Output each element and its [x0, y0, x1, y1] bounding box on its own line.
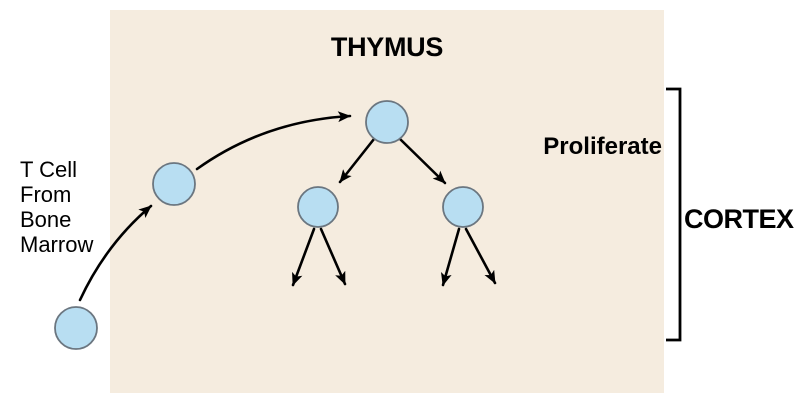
cell-bone-marrow: [54, 306, 98, 350]
arrow-bone-marrow-to-thymus: [78, 204, 153, 302]
cortex-label: CORTEX: [684, 204, 794, 234]
proliferate-label: Proliferate: [543, 133, 662, 160]
cell-daughter-right: [442, 186, 484, 228]
cell-daughter-left: [297, 186, 339, 228]
arrow-daughter-right-1: [441, 227, 461, 287]
cell-progenitor: [365, 100, 409, 144]
arrow-migration-to-cortex: [195, 111, 352, 171]
arrow-daughter-left-1: [291, 227, 316, 287]
arrow-daughter-right-2: [464, 227, 497, 285]
cell-migrating: [152, 162, 196, 206]
arrow-divide-right: [398, 137, 447, 185]
t-cell-source-label: T Cell From Bone Marrow: [20, 157, 94, 257]
thymus-region-box: [110, 10, 664, 393]
diagram-title: THYMUS: [330, 32, 444, 62]
arrow-divide-left: [338, 137, 376, 184]
arrow-daughter-left-2: [319, 227, 347, 286]
cortex-bracket: [666, 87, 682, 342]
